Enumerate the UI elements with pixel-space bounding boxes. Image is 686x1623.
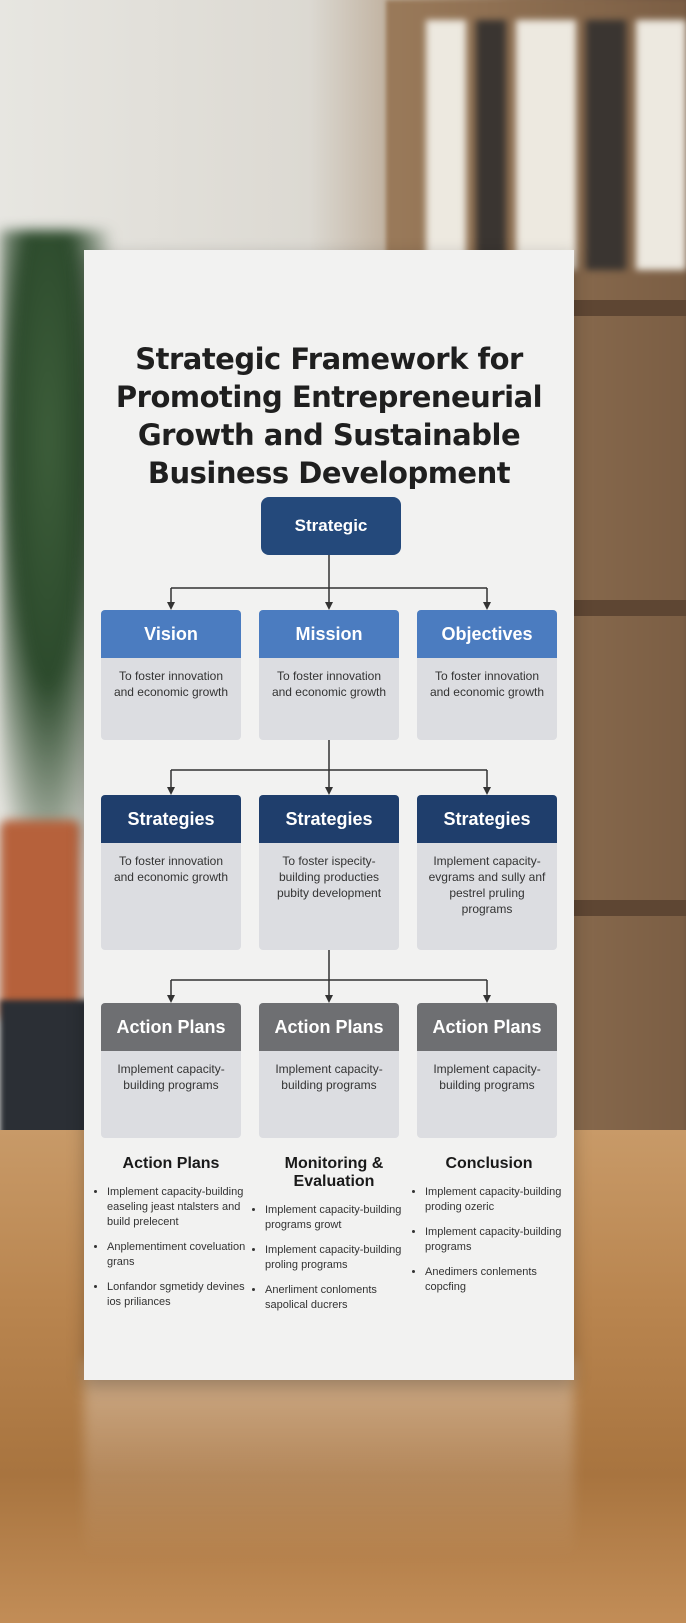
- monitoring-evaluation-column: Monitoring & Evaluation Implement capaci…: [249, 1155, 419, 1323]
- strategies-box: Strategies Implement capacity-evgrams an…: [417, 795, 557, 950]
- box-body: To foster innovation and economic growth: [113, 854, 229, 884]
- shelf-board: [560, 600, 686, 616]
- shelf-board: [560, 900, 686, 916]
- box-header: Vision: [101, 610, 241, 658]
- bullet-item: Implement capacity-building proding ozer…: [425, 1185, 569, 1215]
- box-body: Implement capacity-building programs: [117, 1062, 225, 1092]
- bullet-item: Implement capacity-building programs gro…: [265, 1203, 419, 1233]
- bullet-item: Implement capacity-building proling prog…: [265, 1243, 419, 1273]
- poster-title: Strategic Framework for Promoting Entrep…: [115, 342, 543, 490]
- column-heading: Conclusion: [445, 1155, 533, 1172]
- action-plans-box: Action Plans Implement capacity-building…: [101, 1003, 241, 1138]
- framework-poster: Strategic Framework for Promoting Entrep…: [84, 250, 574, 1380]
- action-plans-box: Action Plans Implement capacity-building…: [259, 1003, 399, 1138]
- plant-pot: [0, 820, 80, 1020]
- box-header: Strategies: [259, 795, 399, 843]
- strategic-root-box: Strategic: [261, 497, 401, 555]
- bullet-item: Anerliment conloments sapolical ducrers: [265, 1283, 419, 1313]
- box-body: To foster innovation and economic growth: [113, 669, 229, 699]
- box-header: Mission: [259, 610, 399, 658]
- vision-box: Vision To foster innovation and economic…: [101, 610, 241, 740]
- bullet-item: Anplementiment coveluation grans: [107, 1240, 251, 1270]
- box-header: Action Plans: [259, 1003, 399, 1051]
- book: [516, 20, 576, 270]
- action-plans-column: Action Plans Implement capacity-building…: [91, 1155, 251, 1320]
- bullet-list: Implement capacity-building proding ozer…: [409, 1185, 569, 1295]
- column-heading: Monitoring & Evaluation: [284, 1155, 384, 1190]
- strategies-box: Strategies To foster ispecity-building p…: [259, 795, 399, 950]
- book: [636, 20, 686, 270]
- strategies-box: Strategies To foster innovation and econ…: [101, 795, 241, 950]
- box-header: Action Plans: [417, 1003, 557, 1051]
- bullet-item: Anedimers conlements copcfing: [425, 1265, 569, 1295]
- action-plans-box: Action Plans Implement capacity-building…: [417, 1003, 557, 1138]
- book: [426, 20, 466, 270]
- box-body: To foster ispecity-building producties p…: [276, 854, 382, 900]
- box-body: To foster innovation and economic growth: [429, 669, 545, 699]
- box-header: Action Plans: [101, 1003, 241, 1051]
- table-reflection: [84, 1360, 574, 1560]
- box-header: Strategies: [101, 795, 241, 843]
- bullet-item: Implement capacity-building programs: [425, 1225, 569, 1255]
- bullet-list: Implement capacity-building easeling jea…: [91, 1185, 251, 1310]
- box-body: Implement capacity-building programs: [275, 1062, 383, 1092]
- connector-lines: [167, 555, 491, 1003]
- objectives-box: Objectives To foster innovation and econ…: [417, 610, 557, 740]
- box-body: Implement capacity-evgrams and sully anf…: [428, 854, 546, 916]
- box-body: Implement capacity-building programs: [433, 1062, 541, 1092]
- bullet-list: Implement capacity-building programs gro…: [249, 1203, 419, 1313]
- box-body: To foster innovation and economic growth: [271, 669, 387, 699]
- book: [476, 20, 506, 270]
- book: [586, 20, 626, 270]
- column-heading: Action Plans: [122, 1155, 220, 1172]
- bullet-item: Implement capacity-building easeling jea…: [107, 1185, 251, 1230]
- mission-box: Mission To foster innovation and economi…: [259, 610, 399, 740]
- conclusion-column: Conclusion Implement capacity-building p…: [409, 1155, 569, 1305]
- shelf-board: [560, 300, 686, 316]
- box-header: Objectives: [417, 610, 557, 658]
- box-header: Strategies: [417, 795, 557, 843]
- bullet-item: Lonfandor sgmetidy devines ios priliance…: [107, 1280, 251, 1310]
